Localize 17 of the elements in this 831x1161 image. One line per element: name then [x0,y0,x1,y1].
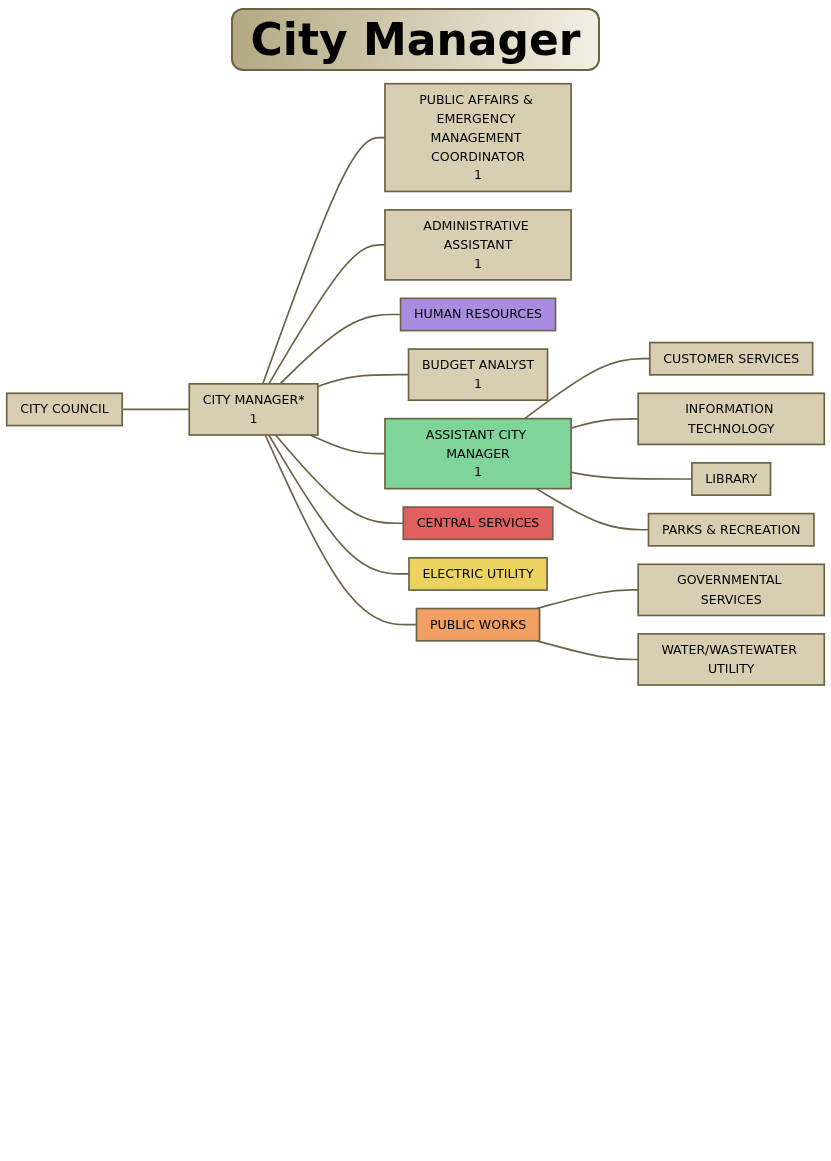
node-box: PUBLIC AFFAIRS & EMERGENCY MANAGEMENT COORDINATOR 1 [384,82,572,193]
node-box: PARKS & RECREATION [647,512,815,547]
node-box: CUSTOMER SERVICES [648,341,814,376]
title: City Manager [230,8,601,71]
node-box: ELECTRIC UTILITY [408,557,548,591]
node-box: BUDGET ANALYST 1 [407,348,549,402]
node-box: PUBLIC WORKS [415,607,541,642]
node-box: CITY COUNCIL [5,392,124,427]
node-box: CENTRAL SERVICES [402,506,554,541]
node-box: ASSISTANT CITY MANAGER 1 [384,417,572,490]
node-box: INFORMATION TECHNOLOGY [637,392,826,446]
node-box: CITY MANAGER* 1 [188,383,319,436]
node-box: ADMINISTRATIVE ASSISTANT 1 [384,209,572,281]
node-box: LIBRARY [691,462,772,496]
node-box: WATER/WASTEWATER UTILITY [637,633,826,686]
node-box: GOVERNMENTAL SERVICES [637,563,826,617]
node-box: HUMAN RESOURCES [399,297,557,332]
